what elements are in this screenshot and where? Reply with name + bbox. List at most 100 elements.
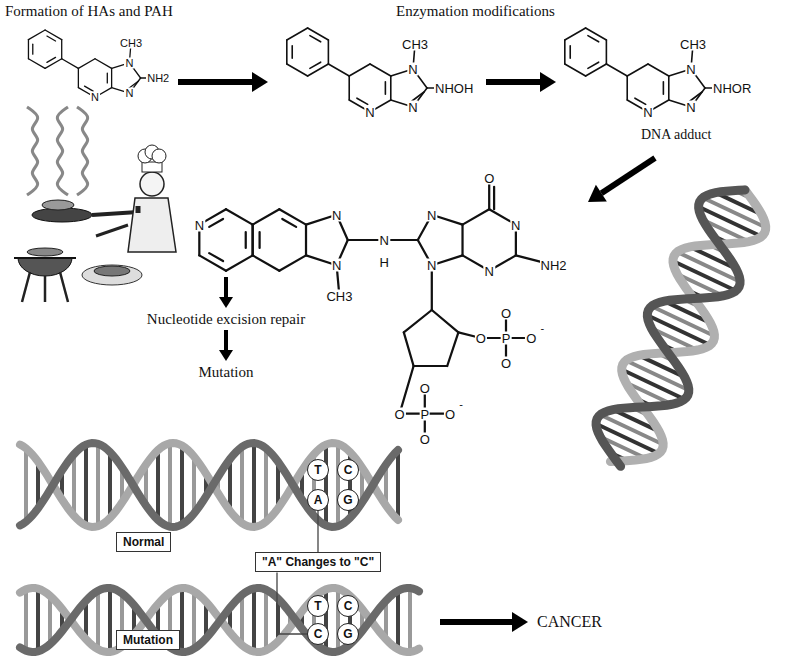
smoke-line: [57, 107, 68, 195]
base-pair-rung: [336, 444, 340, 526]
base-letter: T: [314, 600, 321, 612]
base-pair-rung: [24, 589, 28, 650]
atom-label: N: [642, 106, 653, 119]
atom-label: CH3: [401, 38, 429, 51]
dna-strand: [20, 443, 398, 527]
base-pair-rung: [252, 588, 256, 651]
bond-line: [308, 28, 329, 40]
arrow-head: [540, 72, 556, 92]
atom-label: O: [394, 407, 406, 420]
bond-line: [287, 64, 308, 76]
atom-label: N: [426, 259, 437, 272]
base-pair-rung: [180, 588, 184, 652]
base-pair-rung: [240, 595, 244, 645]
arrow-shaft: [224, 277, 228, 297]
arrow-head: [219, 297, 233, 308]
arrow-head: [512, 612, 528, 632]
bond-line: [28, 40, 29, 59]
atom-label: P: [419, 407, 430, 420]
grill-grid: [14, 257, 76, 259]
atom-label: O: [419, 382, 431, 395]
caption-text: DNA adduct: [640, 128, 712, 142]
bond-line: [47, 57, 56, 62]
dna-helix: [20, 443, 398, 527]
base-letter: G: [343, 628, 352, 640]
bond-line: [107, 73, 108, 83]
bond-line: [606, 40, 608, 64]
arrow-shaft: [178, 79, 252, 85]
atom-label: O: [483, 172, 495, 185]
bond-line: [199, 255, 226, 270]
base-pair-rung: [408, 588, 412, 652]
bond-line: [627, 64, 648, 76]
atom-label: N: [378, 234, 389, 247]
bond-line: [252, 225, 254, 256]
dna-strand: [20, 588, 419, 652]
caption-text: Formation of HAs and PAH: [4, 4, 174, 19]
plate-food: [94, 266, 130, 276]
atom-label: O: [444, 407, 456, 420]
bond-line: [287, 28, 308, 40]
bond-line: [308, 64, 329, 76]
bond-line: [253, 209, 280, 224]
label-box: "A" Changes to "C": [255, 552, 381, 572]
atom-label: N: [407, 101, 418, 114]
dna-strand: [20, 588, 419, 652]
atom-label: N: [407, 63, 418, 76]
bond-line: [663, 82, 665, 94]
base-circle: C: [337, 459, 359, 481]
caption-text: Enzymation modifications: [395, 4, 556, 19]
base-pair-rung: [192, 456, 196, 513]
grill-leg: [60, 272, 68, 302]
base-pair-rung: [252, 443, 256, 527]
bond-line: [390, 76, 392, 100]
bond-line: [565, 64, 586, 76]
bond-line: [447, 332, 458, 366]
base-letter: C: [344, 600, 353, 612]
caption-text: Mutation: [198, 365, 255, 380]
atom-label: CH3: [325, 290, 353, 303]
bond-line: [282, 219, 296, 227]
cooking-illustration: [14, 107, 176, 302]
atom-label: H: [378, 256, 389, 269]
bond-line: [569, 46, 571, 58]
bond-line: [310, 36, 321, 42]
bond-line: [305, 225, 307, 256]
bond-line: [209, 219, 223, 227]
bond-line: [279, 255, 306, 270]
base-pair-rung: [108, 588, 112, 652]
bond-line: [668, 76, 670, 100]
bond-line: [258, 232, 260, 248]
atom-label: NH2: [146, 73, 170, 84]
bond-line: [45, 59, 62, 69]
bond-line: [493, 187, 495, 209]
bond-line: [32, 44, 33, 54]
atom-label: N: [364, 106, 375, 119]
bond-line: [328, 40, 330, 64]
bond-line: [28, 30, 45, 40]
base-pair-rung: [240, 447, 244, 523]
bond-line: [463, 209, 490, 224]
dna-strand: [596, 190, 745, 466]
box-label: Normal: [123, 535, 164, 549]
atom-label: CH3: [679, 38, 707, 51]
base-pair-rung: [24, 448, 28, 521]
chef-head: [140, 172, 164, 196]
bond-line: [95, 59, 112, 69]
base-letter: C: [314, 628, 323, 640]
bond-line: [385, 82, 387, 94]
chef-hat-puff: [152, 149, 166, 163]
bond-line: [45, 30, 62, 40]
base-pair-rung: [96, 591, 100, 649]
chef-body: [128, 198, 176, 252]
bond-line: [85, 86, 94, 91]
dna-strand: [20, 443, 398, 527]
bond-line: [588, 36, 599, 42]
process-arrow: [219, 330, 233, 361]
label-box: Mutation: [116, 630, 180, 650]
process-arrow: [440, 612, 528, 632]
bond-line: [586, 28, 607, 40]
atom-label: O: [419, 432, 431, 445]
base-circle: G: [337, 489, 359, 511]
atom-label: O: [500, 306, 512, 319]
